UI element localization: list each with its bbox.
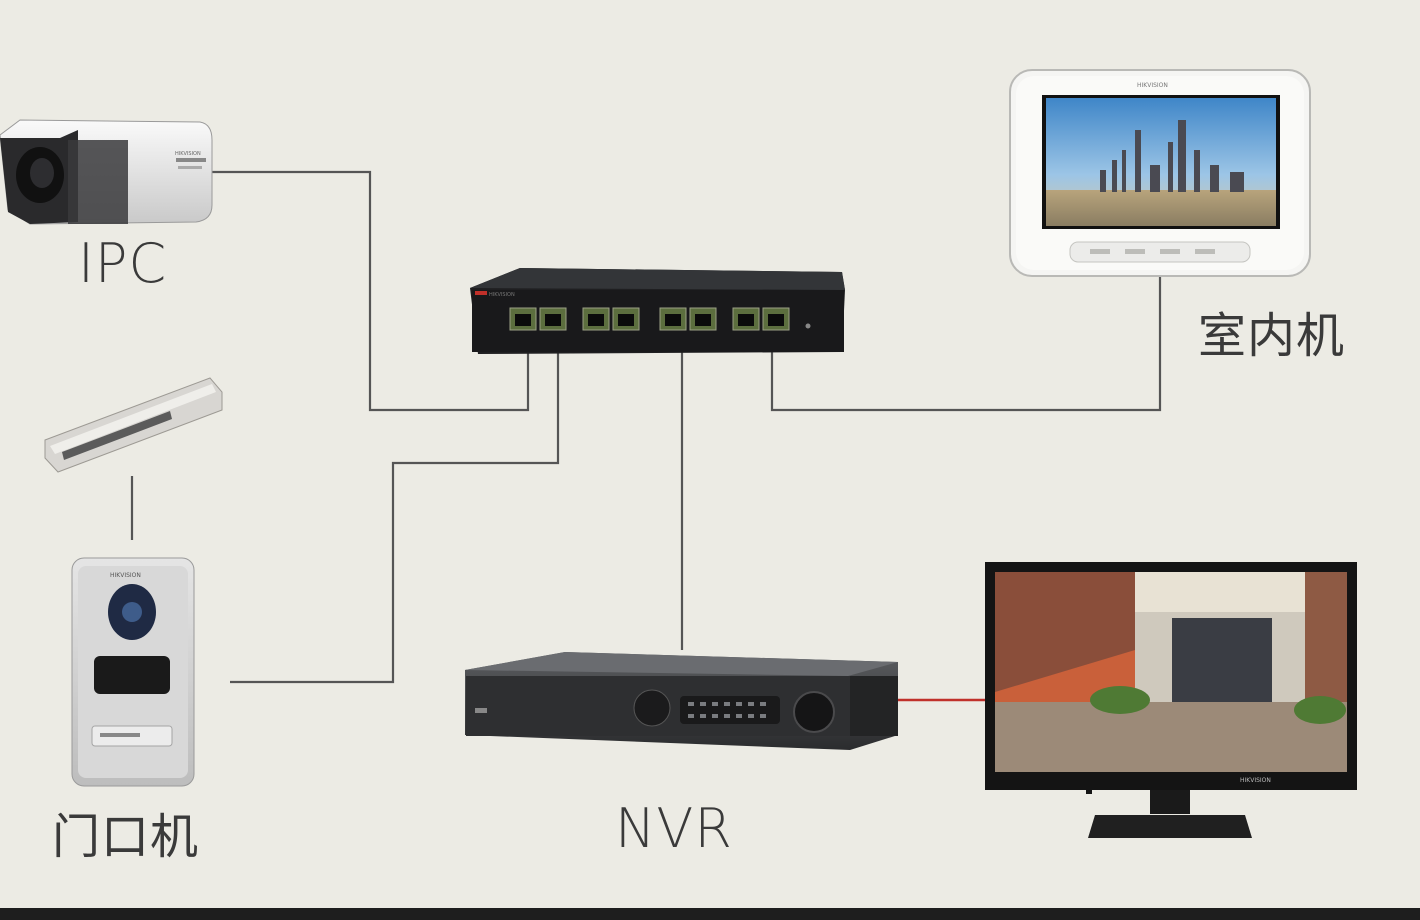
indoor-station-icon bbox=[1009, 69, 1311, 277]
connection-wires bbox=[130, 170, 1162, 684]
door-station-icon bbox=[71, 557, 195, 787]
monitor-display-icon bbox=[985, 562, 1357, 838]
ipc-label: IPC bbox=[78, 232, 168, 295]
wire-door-to-switch bbox=[230, 330, 560, 684]
camera-brand-text: HIKVISION bbox=[175, 151, 201, 157]
door-brand-text: HIKVISION bbox=[110, 572, 141, 579]
indoor-brand-text: HIKVISION bbox=[1137, 82, 1168, 89]
nvr-label: NVR bbox=[615, 797, 733, 860]
magnetic-lock-icon bbox=[44, 377, 223, 473]
door-station-label: 门口机 bbox=[52, 809, 200, 865]
nvr-device-icon bbox=[465, 652, 898, 750]
bottom-bar bbox=[0, 908, 1420, 920]
monitor-brand-text: HIKVISION bbox=[1240, 777, 1271, 784]
poe-switch-icon bbox=[470, 268, 845, 354]
wire-ipc-to-switch bbox=[212, 170, 530, 412]
switch-brand-text: HIKVISION bbox=[489, 292, 515, 298]
wire-indoor-to-switch bbox=[770, 272, 1162, 412]
ipc-camera-icon bbox=[0, 119, 213, 225]
indoor-station-label: 室内机 bbox=[1198, 308, 1346, 364]
